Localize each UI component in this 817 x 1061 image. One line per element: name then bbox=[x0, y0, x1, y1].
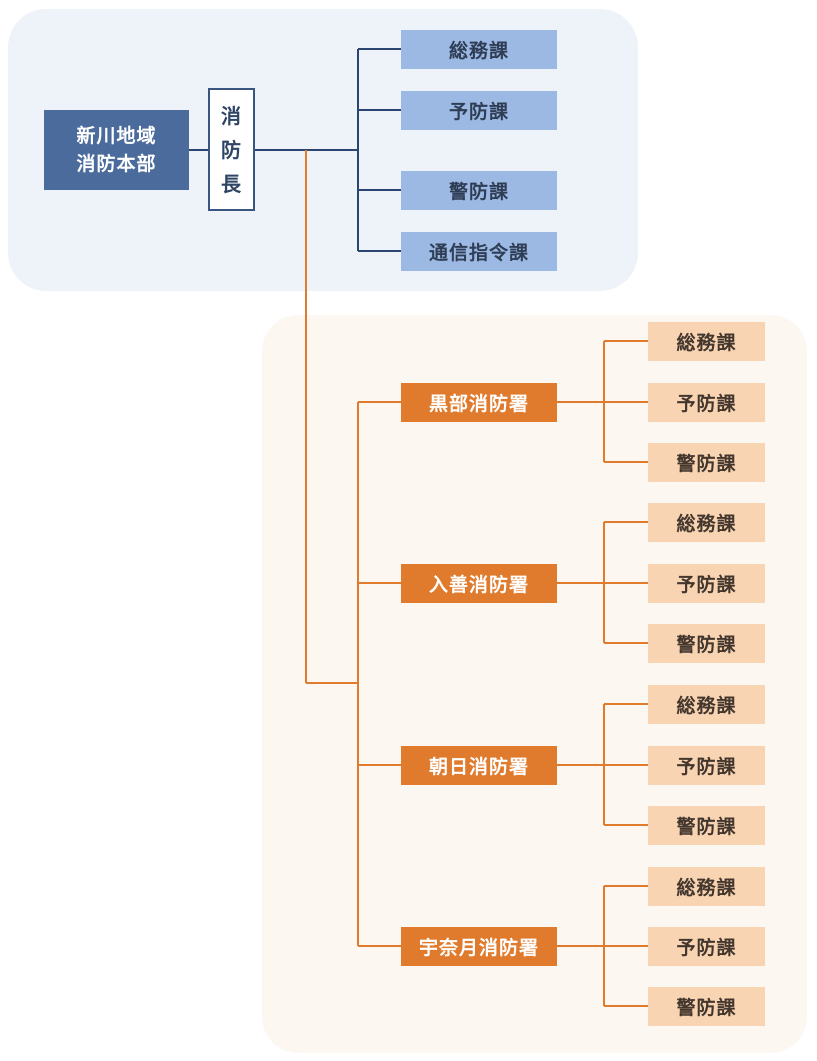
station-dept-fire-defense: 警防課 bbox=[648, 806, 765, 845]
headquarters-box: 新川地域 消防本部 bbox=[44, 110, 189, 190]
hq-connectors bbox=[189, 48, 401, 252]
fire-chief-char: 消 bbox=[221, 103, 242, 128]
fire-chief-box: 消 防 長 bbox=[208, 88, 255, 211]
station-asahi: 朝日消防署 bbox=[401, 746, 557, 785]
fire-chief-char: 防 bbox=[221, 137, 242, 162]
station-dept-fire-prevention: 予防課 bbox=[648, 927, 765, 966]
station-dept-general-affairs: 総務課 bbox=[648, 685, 765, 724]
station-dept-fire-defense: 警防課 bbox=[648, 443, 765, 482]
fire-chief-char: 長 bbox=[221, 171, 242, 196]
hq-dept-fire-defense: 警防課 bbox=[401, 171, 557, 210]
station-connectors bbox=[305, 150, 648, 1007]
station-nyuzen: 入善消防署 bbox=[401, 564, 557, 603]
station-dept-fire-prevention: 予防課 bbox=[648, 746, 765, 785]
station-unazuki: 宇奈月消防署 bbox=[401, 927, 557, 966]
station-dept-general-affairs: 総務課 bbox=[648, 867, 765, 906]
station-dept-general-affairs: 総務課 bbox=[648, 503, 765, 542]
hq-dept-communications: 通信指令課 bbox=[401, 232, 557, 271]
station-dept-general-affairs: 総務課 bbox=[648, 322, 765, 361]
station-dept-fire-prevention: 予防課 bbox=[648, 383, 765, 422]
station-dept-fire-defense: 警防課 bbox=[648, 987, 765, 1026]
headquarters-label-line1: 新川地域 bbox=[76, 125, 157, 147]
hq-dept-general-affairs: 総務課 bbox=[401, 30, 557, 69]
station-kurobe: 黒部消防署 bbox=[401, 383, 557, 422]
station-dept-fire-defense: 警防課 bbox=[648, 624, 765, 663]
hq-dept-fire-prevention: 予防課 bbox=[401, 91, 557, 130]
station-dept-fire-prevention: 予防課 bbox=[648, 564, 765, 603]
headquarters-label-line2: 消防本部 bbox=[76, 153, 157, 175]
